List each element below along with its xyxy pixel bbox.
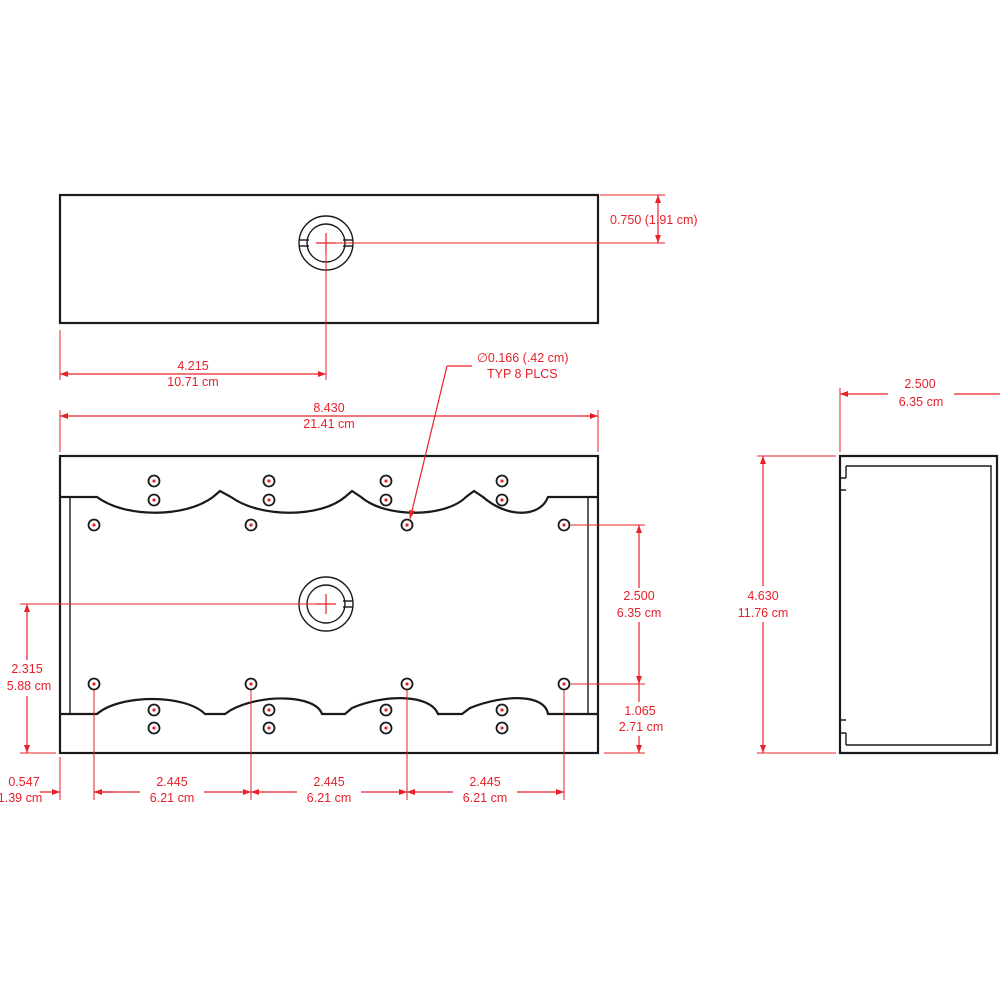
lower-mounting-holes <box>147 703 509 735</box>
side-view-outline <box>838 454 999 755</box>
knockout-offset-cm: 10.71 cm <box>167 375 218 389</box>
overall-width-cm: 21.41 cm <box>303 417 354 431</box>
hole-spacing-inch: 2.500 <box>623 589 654 603</box>
side-view: 2.500 6.35 cm 4.630 11.76 cm <box>734 374 1000 755</box>
side-depth-cm: 6.35 cm <box>899 395 943 409</box>
upper-mounting-holes <box>147 474 509 507</box>
side-height-dimension: 4.630 11.76 cm <box>734 455 836 754</box>
upper-device-holes <box>87 518 571 532</box>
center-height-inch: 2.315 <box>11 662 42 676</box>
top-height-label: 0.750 (1.91 cm) <box>610 213 698 227</box>
hole-bottom-inch: 1.065 <box>624 704 655 718</box>
overall-width-inch: 8.430 <box>313 401 344 415</box>
front-view: 8.430 21.41 cm ∅0.166 (.42 cm) TYP 8 PLC… <box>0 351 670 805</box>
side-depth-inch: 2.500 <box>904 377 935 391</box>
hole-callout-line1: ∅0.166 (.42 cm) <box>477 351 568 365</box>
spacing-3-inch: 2.445 <box>469 775 500 789</box>
spacing-3-cm: 6.21 cm <box>463 791 507 805</box>
spacing-1-inch: 2.445 <box>156 775 187 789</box>
spacing-1-cm: 6.21 cm <box>150 791 194 805</box>
hole-spacing-cm: 6.35 cm <box>617 606 661 620</box>
side-height-inch: 4.630 <box>747 589 778 603</box>
center-height-dimension: 2.315 5.88 cm <box>2 603 316 754</box>
side-depth-dimension: 2.500 6.35 cm <box>839 374 1000 452</box>
top-view-outline <box>58 193 600 325</box>
hole-callout: ∅0.166 (.42 cm) TYP 8 PLCS <box>409 351 568 520</box>
knockout-offset-dimension: 4.215 10.71 cm <box>59 253 327 389</box>
overall-width-dimension: 8.430 21.41 cm <box>59 401 599 452</box>
edge-offset-inch: 0.547 <box>8 775 39 789</box>
knockout-offset-inch: 4.215 <box>177 359 208 373</box>
bottom-chain-dimensions: 0.547 1.39 cm 2.445 6.21 cm 2.445 6.21 c… <box>0 690 565 805</box>
side-height-cm: 11.76 cm <box>738 606 789 620</box>
top-height-dimension: 0.750 (1.91 cm) <box>336 194 698 244</box>
top-scallop-edge <box>60 489 598 514</box>
top-view: 0.750 (1.91 cm) 4.215 10.71 cm <box>58 193 698 389</box>
center-height-cm: 5.88 cm <box>7 679 51 693</box>
hole-callout-line2: TYP 8 PLCS <box>487 367 558 381</box>
hole-bottom-cm: 2.71 cm <box>619 720 663 734</box>
bottom-scallop-edge <box>60 697 598 716</box>
spacing-2-inch: 2.445 <box>313 775 344 789</box>
lower-device-holes <box>87 677 571 691</box>
spacing-2-cm: 6.21 cm <box>307 791 351 805</box>
hole-spacing-dimensions: 2.500 6.35 cm 1.065 2.71 cm <box>571 524 670 754</box>
edge-offset-cm: 1.39 cm <box>0 791 42 805</box>
